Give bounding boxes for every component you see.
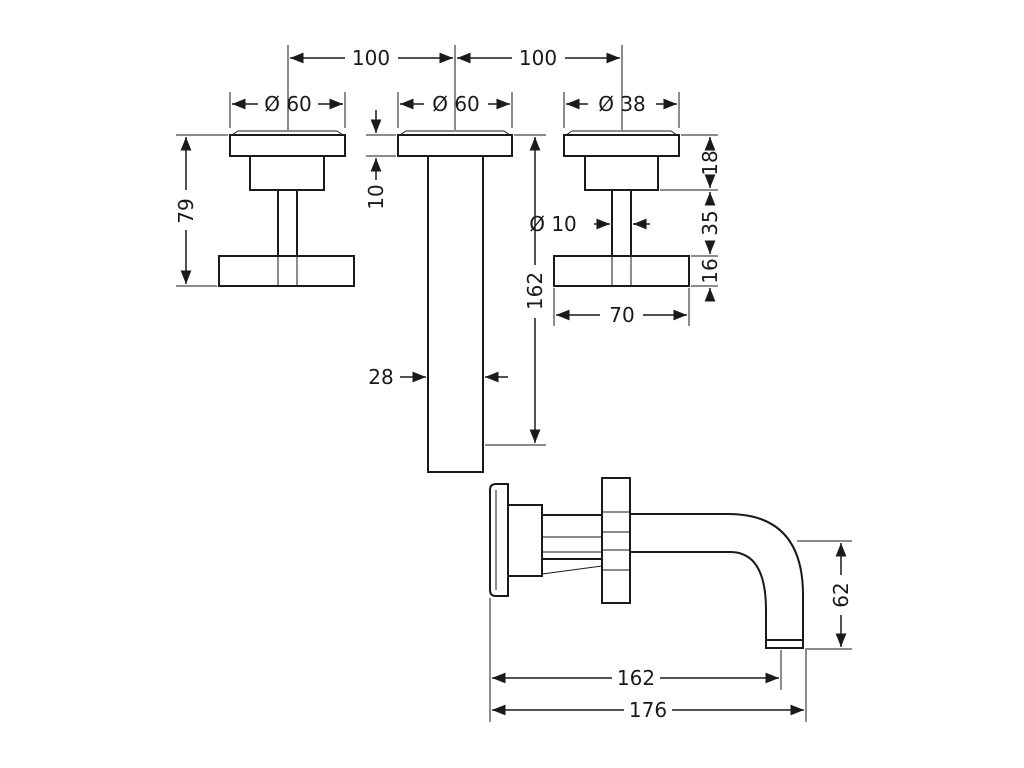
left-handle-height-label: 79 [174,198,198,223]
side-total-label: 176 [629,698,667,722]
spacing-left-label: 100 [352,46,390,70]
left-handle-diameter-label: Ø 60 [264,92,312,116]
left-handle: Ø 60 79 [174,92,355,287]
spout-side: 62 162 176 [489,477,853,722]
spacing-right-label: 100 [519,46,557,70]
spout-rosette-diameter-label: Ø 60 [432,92,480,116]
right-handle: Ø 38 Ø 10 18 35 16 70 [529,92,722,327]
spacing-dimension: 100 100 [287,45,623,130]
cross-width-label: 70 [609,303,634,327]
side-height-label: 62 [829,582,853,607]
spout-height-label: 162 [523,272,547,310]
right-top-label: 18 [698,150,722,175]
stem-diameter-label: Ø 10 [529,212,577,236]
right-mid-label: 35 [698,210,722,235]
right-handle-diameter-label: Ø 38 [598,92,646,116]
side-projection-label: 162 [617,666,655,690]
spout-front: Ø 60 10 28 162 [364,92,547,473]
right-bottom-label: 16 [698,258,722,283]
tube-width-label: 28 [368,365,393,389]
rosette-thickness-label: 10 [364,184,388,209]
